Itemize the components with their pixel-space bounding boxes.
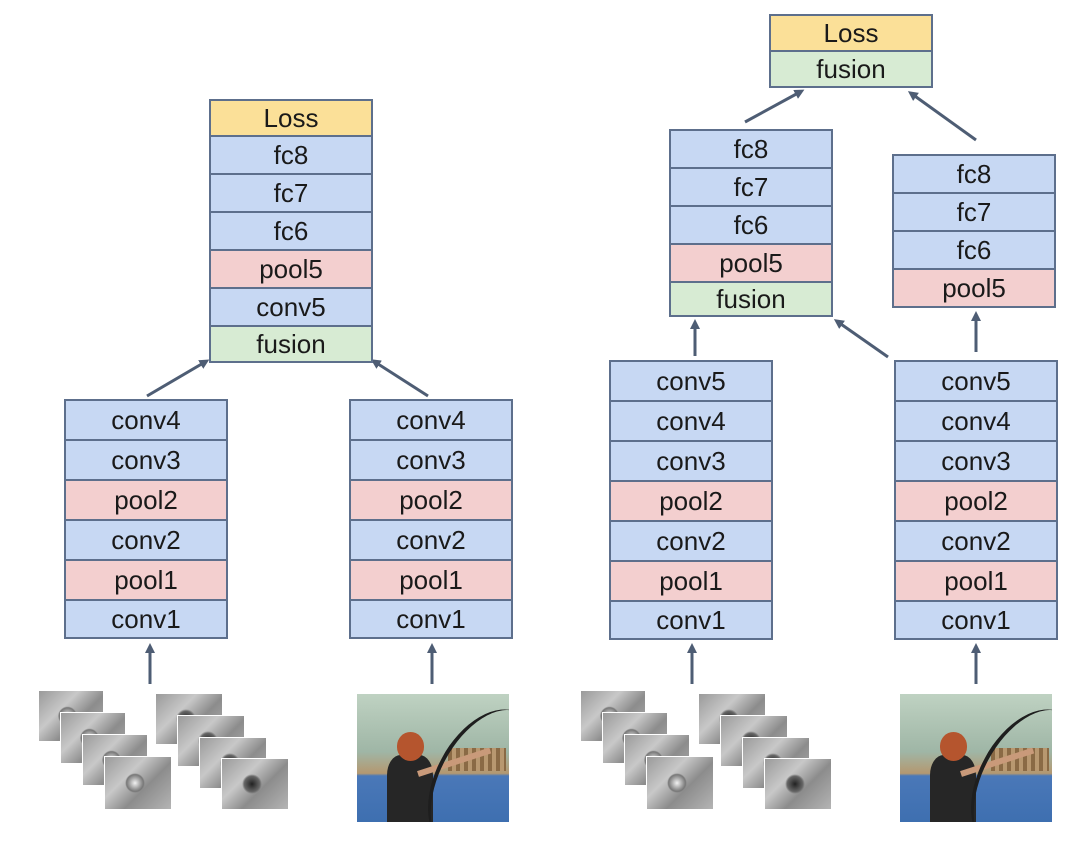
layer-pool1: pool1 bbox=[896, 562, 1056, 602]
arrow-mid-left-to-top-fusion bbox=[744, 89, 805, 124]
layer-conv5: conv5 bbox=[211, 289, 371, 327]
layer-conv3: conv3 bbox=[896, 442, 1056, 482]
layer-pool2: pool2 bbox=[896, 482, 1056, 522]
layer-pool5: pool5 bbox=[894, 270, 1054, 306]
layer-loss: Loss bbox=[771, 16, 931, 52]
layer-pool1: pool1 bbox=[351, 561, 511, 601]
layer-fc7: fc7 bbox=[671, 169, 831, 207]
layer-fc6: fc6 bbox=[671, 207, 831, 245]
layer-fusion: fusion bbox=[671, 283, 831, 315]
left-top-stack: Loss fc8 fc7 fc6 pool5 conv5 fusion bbox=[209, 99, 373, 363]
layer-fc7: fc7 bbox=[894, 194, 1054, 232]
layer-conv4: conv4 bbox=[66, 401, 226, 441]
right-middle-left-stack: fc8 fc7 fc6 pool5 fusion bbox=[669, 129, 833, 317]
layer-fusion: fusion bbox=[771, 52, 931, 86]
layer-conv2: conv2 bbox=[351, 521, 511, 561]
layer-pool2: pool2 bbox=[66, 481, 226, 521]
right-middle-right-stack: fc8 fc7 fc6 pool5 bbox=[892, 154, 1056, 308]
layer-fusion: fusion bbox=[211, 327, 371, 361]
layer-fc8: fc8 bbox=[671, 131, 831, 169]
right-top-stack: Loss fusion bbox=[769, 14, 933, 88]
layer-conv1: conv1 bbox=[351, 601, 511, 637]
layer-conv3: conv3 bbox=[611, 442, 771, 482]
layer-pool1: pool1 bbox=[611, 562, 771, 602]
layer-conv3: conv3 bbox=[66, 441, 226, 481]
layer-pool2: pool2 bbox=[351, 481, 511, 521]
layer-conv4: conv4 bbox=[351, 401, 511, 441]
left-diagram-flow-tower: conv4 conv3 pool2 conv2 pool1 conv1 bbox=[64, 399, 228, 639]
layer-conv4: conv4 bbox=[611, 402, 771, 442]
layer-fc8: fc8 bbox=[894, 156, 1054, 194]
left-diagram-rgb-tower: conv4 conv3 pool2 conv2 pool1 conv1 bbox=[349, 399, 513, 639]
layer-fc8: fc8 bbox=[211, 137, 371, 175]
arrow-right-tower-to-fusion bbox=[370, 359, 429, 398]
right-diagram-rgb-tower: conv5 conv4 conv3 pool2 conv2 pool1 conv… bbox=[894, 360, 1058, 640]
layer-conv2: conv2 bbox=[66, 521, 226, 561]
layer-fc6: fc6 bbox=[894, 232, 1054, 270]
flow-frame bbox=[221, 758, 289, 810]
arrow-right-tower-to-mid-fusion bbox=[833, 319, 889, 359]
layer-conv2: conv2 bbox=[611, 522, 771, 562]
flow-frame bbox=[764, 758, 832, 810]
layer-conv2: conv2 bbox=[896, 522, 1056, 562]
layer-conv1: conv1 bbox=[611, 602, 771, 638]
layer-loss: Loss bbox=[211, 101, 371, 137]
left-rgb-input-image bbox=[357, 694, 509, 822]
layer-conv1: conv1 bbox=[66, 601, 226, 637]
layer-conv5: conv5 bbox=[611, 362, 771, 402]
layer-pool5: pool5 bbox=[211, 251, 371, 289]
right-rgb-input-image bbox=[900, 694, 1052, 822]
layer-fc7: fc7 bbox=[211, 175, 371, 213]
flow-frame bbox=[646, 756, 714, 810]
layer-pool5: pool5 bbox=[671, 245, 831, 283]
layer-conv3: conv3 bbox=[351, 441, 511, 481]
arrow-left-tower-to-fusion bbox=[146, 359, 210, 398]
layer-conv4: conv4 bbox=[896, 402, 1056, 442]
layer-pool1: pool1 bbox=[66, 561, 226, 601]
layer-pool2: pool2 bbox=[611, 482, 771, 522]
layer-conv5: conv5 bbox=[896, 362, 1056, 402]
layer-fc6: fc6 bbox=[211, 213, 371, 251]
layer-conv1: conv1 bbox=[896, 602, 1056, 638]
arrow-mid-right-to-top-fusion bbox=[907, 91, 977, 142]
flow-frame bbox=[104, 756, 172, 810]
right-diagram-flow-tower: conv5 conv4 conv3 pool2 conv2 pool1 conv… bbox=[609, 360, 773, 640]
